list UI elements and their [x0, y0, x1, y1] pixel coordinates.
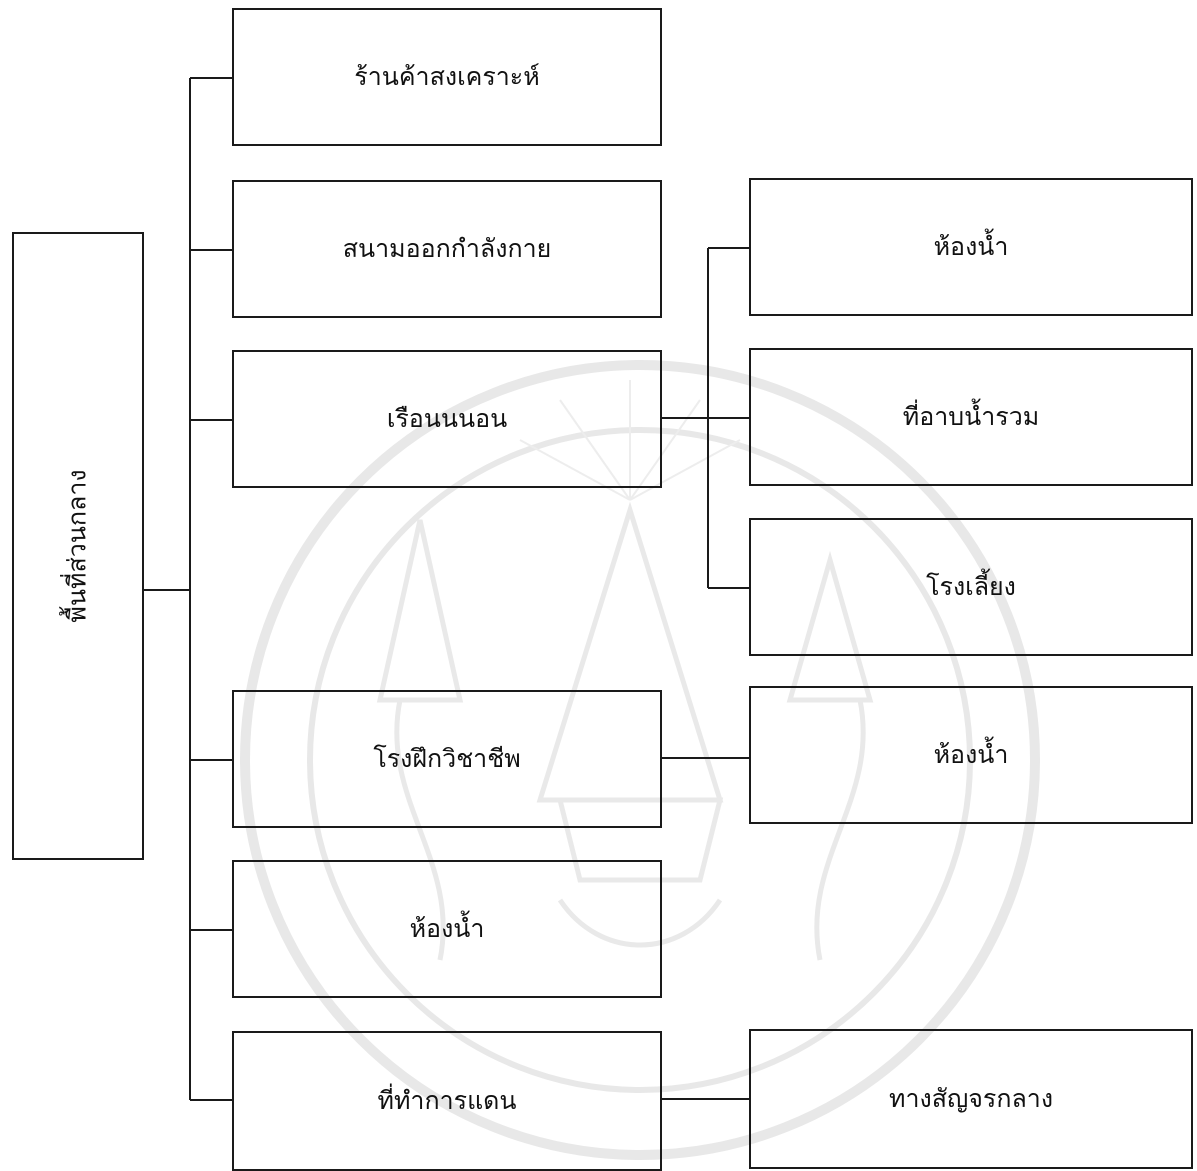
node-label: ห้องน้ำ [933, 740, 1009, 769]
node-label: ห้องน้ำ [933, 232, 1009, 261]
node-label: โรงฝึกวิชาชีพ [373, 744, 521, 773]
node-label: สนามออกกำลังกาย [342, 234, 552, 263]
node-label: ห้องน้ำ [409, 914, 485, 943]
root-node-central-area: พื้นที่ส่วนกลาง [12, 232, 144, 860]
node-label: ที่อาบน้ำรวม [902, 402, 1040, 431]
node-label: ร้านค้าสงเคราะห์ [354, 62, 540, 91]
node-communal-bath: ที่อาบน้ำรวม [749, 348, 1193, 486]
node-workshop-restroom: ห้องน้ำ [749, 686, 1193, 824]
node-dormitory: เรือนนนอน [232, 350, 662, 488]
node-label: โรงเลี้ยง [926, 572, 1016, 601]
root-node-label: พื้นที่ส่วนกลาง [63, 469, 93, 623]
node-exercise-field: สนามออกกำลังกาย [232, 180, 662, 318]
node-canteen: โรงเลี้ยง [749, 518, 1193, 656]
node-welfare-shop: ร้านค้าสงเคราะห์ [232, 8, 662, 146]
node-central-walkway: ทางสัญจรกลาง [749, 1029, 1193, 1169]
node-zone-office: ที่ทำการแดน [232, 1031, 662, 1171]
node-label: ทางสัญจรกลาง [888, 1084, 1054, 1113]
node-label: เรือนนนอน [386, 404, 508, 433]
node-restroom: ห้องน้ำ [232, 860, 662, 998]
node-dorm-restroom: ห้องน้ำ [749, 178, 1193, 316]
node-label: ที่ทำการแดน [377, 1086, 517, 1115]
node-vocational-workshop: โรงฝึกวิชาชีพ [232, 690, 662, 828]
